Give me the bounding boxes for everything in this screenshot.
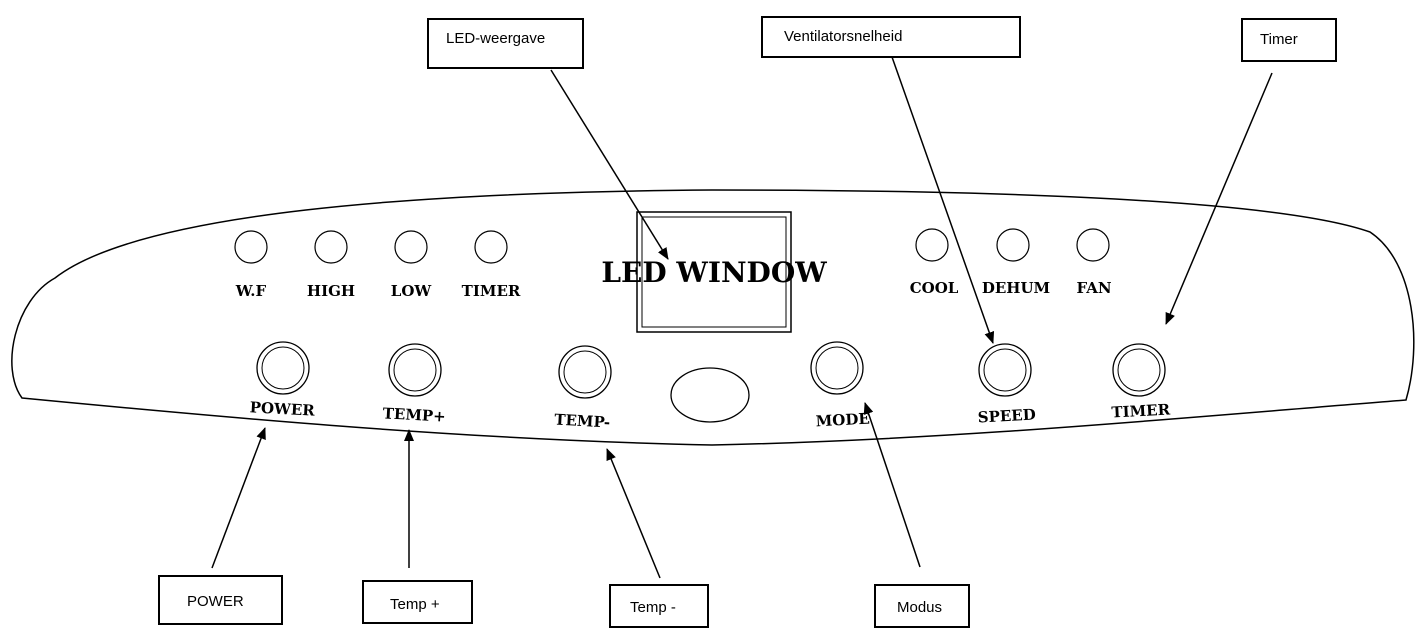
temp-plus-button[interactable] [388, 343, 442, 397]
indicator-label-high: HIGH [307, 282, 355, 300]
indicator-label-fan: FAN [1076, 279, 1111, 297]
temp-minus-button[interactable] [558, 345, 612, 399]
center-oval-sensor [670, 367, 750, 423]
button-label-timer: TIMER [1111, 400, 1171, 421]
indicator-light-high [314, 230, 348, 264]
indicator-light-timer [474, 230, 508, 264]
led-window-inner [641, 216, 787, 328]
arrow-timer [1165, 72, 1273, 325]
indicator-light-cool [915, 228, 949, 262]
indicator-light-low [394, 230, 428, 264]
callout-temp-minus: Temp - [609, 584, 709, 628]
power-button[interactable] [256, 341, 310, 395]
arrow-power [211, 427, 266, 569]
indicator-lights-right [915, 228, 1110, 262]
callout-timer: Timer [1241, 18, 1337, 62]
speed-button[interactable] [978, 343, 1032, 397]
button-label-power: POWER [249, 398, 315, 419]
callout-led-display: LED-weergave [427, 18, 584, 69]
indicator-light-fan [1076, 228, 1110, 262]
indicator-label-cool: COOL [910, 279, 959, 297]
callout-temp-plus: Temp + [362, 580, 473, 624]
mode-button[interactable] [810, 341, 864, 395]
indicator-light-dehum [996, 228, 1030, 262]
callout-fan-speed: Ventilatorsnelheid [761, 16, 1021, 58]
button-label-temp-minus: TEMP- [554, 411, 611, 432]
panel-outline [11, 189, 1415, 446]
arrow-fan-speed [891, 56, 995, 344]
indicator-lights-left [234, 230, 508, 264]
indicator-label-wf: W.F [235, 282, 267, 300]
callout-power: POWER [158, 575, 283, 625]
indicator-label-low: LOW [391, 282, 433, 300]
indicator-label-timer: TIMER [462, 282, 521, 300]
indicator-light-wf [234, 230, 268, 264]
arrow-mode [863, 402, 921, 568]
leader-arrows [211, 56, 1273, 579]
timer-button[interactable] [1112, 343, 1166, 397]
led-window-text: LED WINDOW [601, 256, 827, 289]
led-window-outer [636, 211, 792, 333]
button-label-temp-plus: TEMP+ [382, 404, 446, 425]
callout-mode: Modus [874, 584, 970, 628]
arrow-led-display [550, 69, 669, 260]
button-label-speed: SPEED [977, 406, 1036, 427]
indicator-label-dehum: DEHUM [982, 279, 1050, 297]
button-label-mode: MODE [815, 410, 870, 431]
arrow-temp-minus [606, 448, 661, 579]
